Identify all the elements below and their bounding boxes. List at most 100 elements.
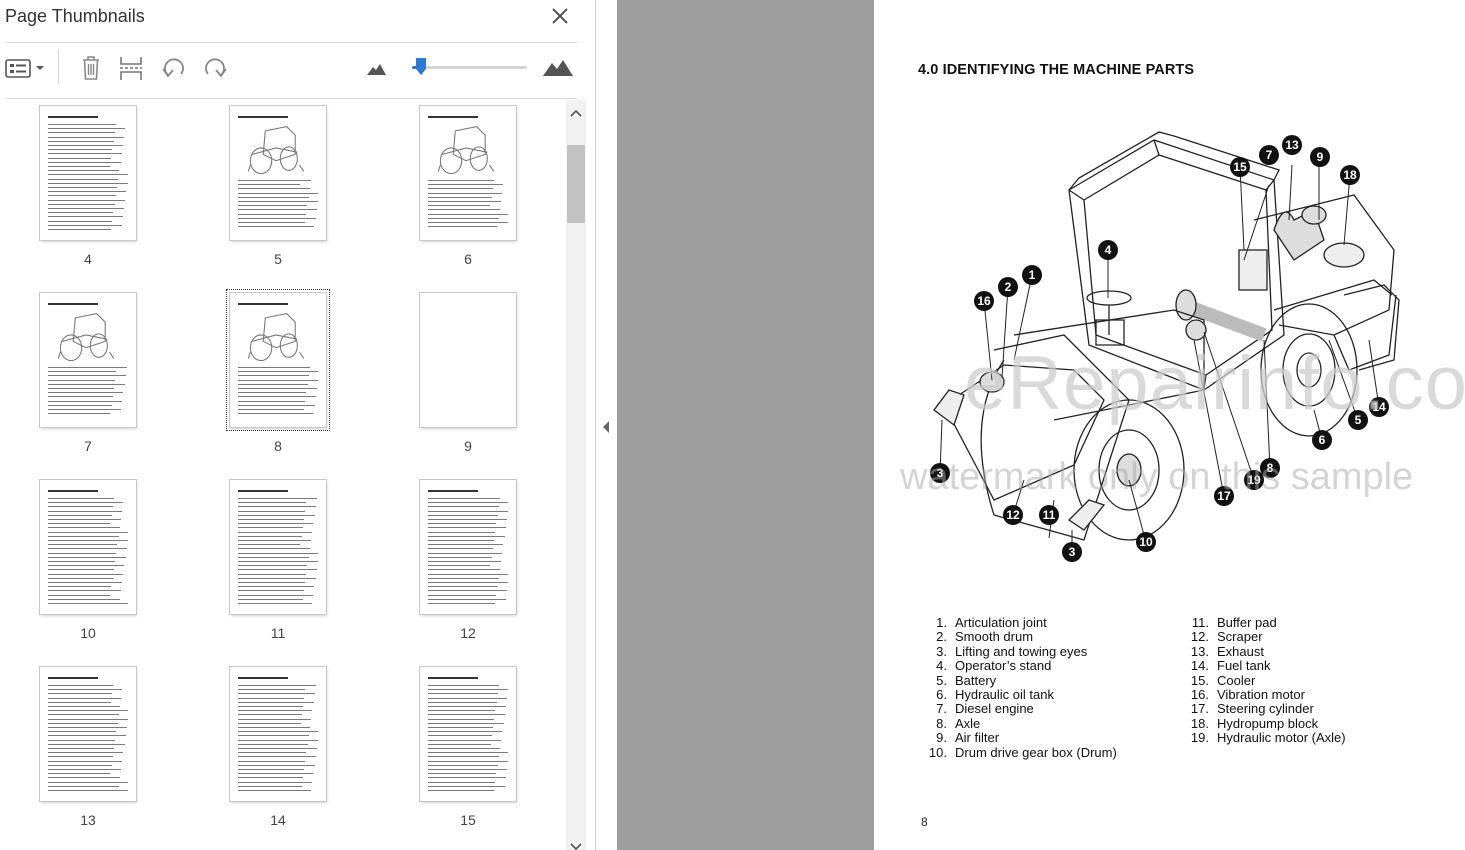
thumb-text-line [238, 188, 310, 190]
part-number: 11. [1191, 615, 1209, 630]
thumb-text-line [238, 756, 316, 758]
thumbnail-size-slider[interactable] [412, 58, 527, 75]
thumb-text-line [428, 561, 501, 562]
callout-marker: 17 [1214, 486, 1234, 506]
trash-icon[interactable] [77, 54, 105, 82]
vertical-scrollbar[interactable] [566, 100, 586, 850]
part-label: Axle [955, 715, 981, 731]
thumb-text-line [48, 523, 111, 525]
thumb-text-line [428, 573, 508, 575]
thumb-text-line [48, 685, 113, 686]
thumb-text-line [48, 603, 128, 604]
thumb-text-line [48, 722, 118, 724]
callout-circle [1282, 135, 1302, 155]
insert-page-icon[interactable] [117, 54, 145, 82]
page-thumbnail[interactable] [230, 667, 326, 801]
thumb-text-line [48, 748, 114, 749]
thumb-text-line [428, 586, 498, 588]
page-thumbnail[interactable] [230, 106, 326, 240]
part-label: Buffer pad [1217, 615, 1277, 630]
thumb-text-line [428, 735, 492, 737]
thumb-text-line [48, 697, 122, 699]
part-label: Scraper [1217, 629, 1263, 645]
thumb-text-line [48, 149, 113, 151]
thumb-text-line [238, 213, 307, 215]
part-label: Lifting and towing eyes [955, 643, 1088, 659]
thumb-text-line [48, 569, 114, 571]
small-mountain-icon[interactable] [364, 54, 392, 82]
thumb-text-line [48, 191, 127, 193]
callout-circle [1340, 165, 1360, 185]
thumb-text-line [48, 598, 120, 600]
thumb-text-line [238, 603, 312, 604]
thumb-heading [238, 677, 288, 679]
parts-list-item: 15.Cooler [1180, 672, 1346, 688]
thumb-text-line [428, 527, 506, 529]
thumb-text-line [238, 573, 307, 575]
thumb-text-line [48, 731, 117, 733]
thumb-text-line [238, 527, 303, 529]
part-label: Steering cylinder [1217, 701, 1314, 717]
thumb-text-line [428, 519, 507, 520]
document-page: 4.0 IDENTIFYING THE MACHINE PARTS [874, 0, 1465, 850]
thumb-text-line [238, 790, 311, 791]
page-thumbnail[interactable] [420, 480, 516, 614]
thumb-text-line [48, 157, 112, 159]
thumb-text-line [48, 195, 116, 197]
thumb-text-line [238, 367, 310, 368]
thumb-text-line [428, 498, 500, 499]
part-label: Diesel engine [955, 701, 1034, 717]
page-thumbnail[interactable] [40, 480, 136, 614]
thumb-text-line [48, 573, 124, 575]
thumb-text-line [238, 556, 309, 558]
watermark-sub: watermark only on this sample [900, 456, 1414, 498]
part-number: 10. [928, 744, 947, 760]
thumbnail-options-icon[interactable] [4, 54, 46, 82]
page-thumbnail[interactable] [40, 106, 136, 240]
page-thumbnail[interactable] [40, 667, 136, 801]
callout-circle [1312, 430, 1332, 450]
thumb-text-line [238, 693, 315, 695]
page-thumbnail[interactable] [230, 480, 326, 614]
thumb-text-line [428, 510, 508, 512]
thumb-text-line [238, 180, 311, 181]
page-thumbnail[interactable] [40, 293, 136, 427]
parts-list-item: 4.Operator’s stand [918, 658, 1117, 674]
thumb-text-line [238, 706, 303, 707]
thumb-text-line [238, 404, 315, 406]
slider-handle[interactable] [415, 58, 426, 75]
thumb-text-line [428, 760, 508, 762]
part-label: Cooler [1217, 672, 1256, 688]
collapse-left-arrow-icon[interactable] [600, 419, 612, 435]
part-number: 9. [936, 730, 947, 746]
callout-label: 9 [1317, 150, 1324, 164]
close-icon[interactable] [548, 4, 572, 28]
thumb-heading [238, 490, 288, 492]
page-thumbnail[interactable] [420, 106, 516, 240]
scroll-down-arrow-icon[interactable] [570, 842, 582, 850]
thumbnail-page-number: 11 [270, 625, 286, 641]
large-mountain-icon[interactable] [541, 54, 575, 82]
thumb-text-line [238, 685, 316, 686]
thumb-text-line [428, 706, 506, 707]
thumb-text-line [48, 220, 113, 222]
page-thumbnail[interactable] [420, 667, 516, 801]
scrollbar-thumb[interactable] [567, 145, 585, 223]
callout-label: 15 [1233, 160, 1247, 174]
part-number: 4. [936, 658, 947, 674]
thumb-text-line [48, 706, 120, 707]
undo-icon[interactable] [160, 54, 188, 82]
thumb-text-line [48, 718, 128, 720]
scroll-up-arrow-icon[interactable] [570, 108, 582, 118]
thumb-text-line [428, 188, 493, 190]
thumb-text-line [428, 714, 505, 716]
page-thumbnail[interactable] [226, 289, 330, 431]
thumb-text-line [48, 743, 125, 745]
page-thumbnail[interactable] [420, 293, 516, 427]
thumb-text-line [428, 552, 503, 554]
redo-icon[interactable] [201, 54, 229, 82]
thumb-text-line [238, 701, 314, 703]
